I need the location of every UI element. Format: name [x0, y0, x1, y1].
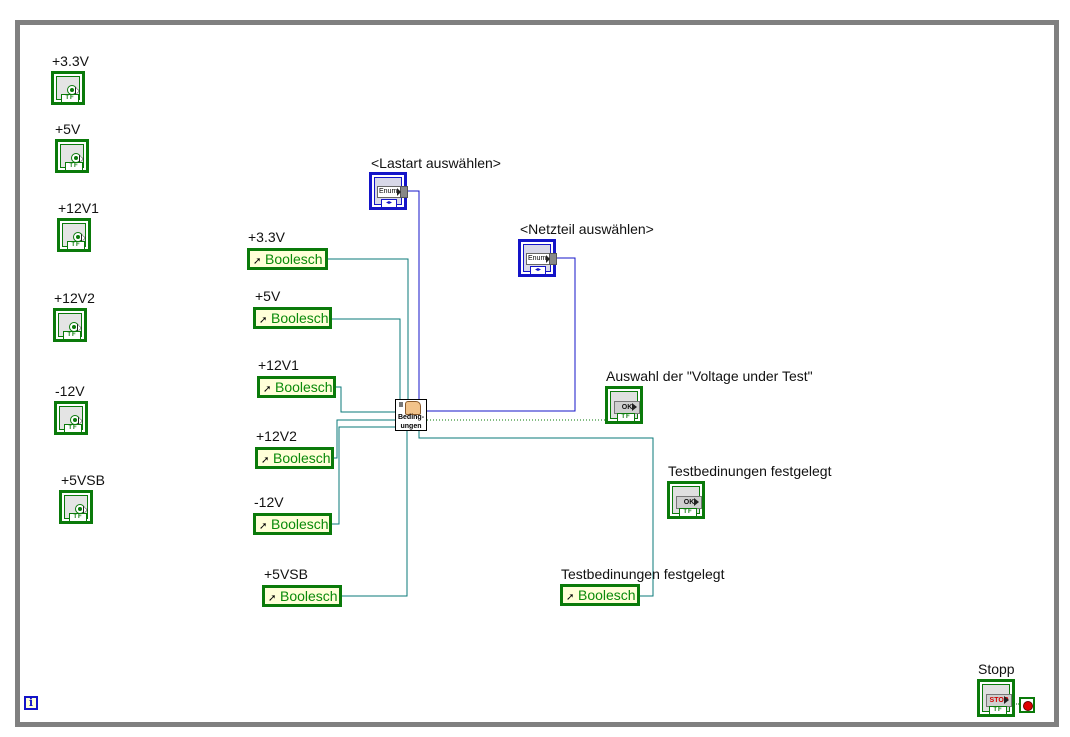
- indicator-arrow-icon: ➚: [263, 384, 272, 395]
- output-arrow-icon: [694, 498, 699, 506]
- indicator-value: Boolesch: [273, 450, 331, 466]
- tf-badge: TF: [679, 508, 697, 517]
- boolean-indicator-5vsb[interactable]: ➚Boolesch: [262, 585, 342, 607]
- output-arrow-icon: [79, 155, 84, 163]
- indicator-label-5vsb: +5VSB: [264, 566, 308, 582]
- boolean-indicator-testbed[interactable]: ➚Boolesch: [560, 584, 640, 606]
- info-icon[interactable]: i: [24, 696, 38, 710]
- tf-badge: TF: [989, 706, 1007, 715]
- boolean-indicator-12v2[interactable]: ➚Boolesch: [255, 447, 334, 469]
- subvi-text-2: ungen: [400, 423, 422, 430]
- output-arrow-icon: [546, 255, 550, 263]
- boolean-control-m12v[interactable]: TF: [54, 401, 88, 435]
- control-label-12v1: +12V1: [58, 200, 99, 216]
- tf-badge: TF: [617, 413, 635, 422]
- indicator-label-m12v: -12V: [254, 494, 284, 510]
- boolean-indicator-5v[interactable]: ➚Boolesch: [253, 307, 332, 329]
- output-arrow-icon: [632, 403, 637, 411]
- boolean-control-12v2[interactable]: TF: [53, 308, 87, 342]
- output-arrow-icon: [397, 188, 401, 196]
- indicator-arrow-icon: ➚: [566, 592, 575, 603]
- tf-badge: TF: [69, 513, 87, 522]
- boolean-control-3v3[interactable]: TF: [51, 71, 85, 105]
- control-label-m12v: -12V: [55, 383, 85, 399]
- stop-button[interactable]: STOP TF: [977, 679, 1015, 717]
- output-arrow-icon: [83, 506, 88, 514]
- indicator-arrow-icon: ➚: [259, 521, 268, 532]
- corner-icon: [399, 402, 403, 407]
- enum-label-lastart: <Lastart auswählen>: [371, 155, 501, 171]
- arrows-icon: ◂▸: [530, 266, 546, 275]
- boolean-control-5vsb[interactable]: TF: [59, 490, 93, 524]
- tf-badge: TF: [63, 331, 81, 340]
- enum-control-lastart[interactable]: Enum ◂▸: [369, 172, 408, 210]
- while-loop-frame: [15, 20, 1059, 727]
- dropdown-icon: [400, 186, 408, 198]
- output-arrow-icon: [77, 324, 82, 332]
- control-label-5v: +5V: [55, 121, 81, 137]
- output-arrow-icon: [78, 417, 83, 425]
- indicator-label-12v1: +12V1: [258, 357, 299, 373]
- subvi-text-1: Beding-: [397, 414, 425, 421]
- control-label-12v2: +12V2: [54, 290, 95, 306]
- indicator-value: Boolesch: [271, 516, 329, 532]
- tf-badge: TF: [65, 162, 83, 171]
- ok-button-auswahl[interactable]: OK TF: [605, 386, 643, 424]
- indicator-label-5v: +5V: [255, 288, 281, 304]
- loop-condition-stop-icon[interactable]: [1019, 697, 1035, 713]
- indicator-label-12v2: +12V2: [256, 428, 297, 444]
- indicator-value: Boolesch: [578, 587, 636, 603]
- subvi-bedingungen[interactable]: Beding- ungen: [395, 399, 427, 431]
- output-arrow-icon: [81, 234, 86, 242]
- boolean-indicator-m12v[interactable]: ➚Boolesch: [253, 513, 332, 535]
- output-arrow-icon: [1004, 696, 1009, 704]
- stop-label: Stopp: [978, 661, 1015, 677]
- tf-badge: TF: [67, 241, 85, 250]
- indicator-value: Boolesch: [275, 379, 333, 395]
- boolean-indicator-12v1[interactable]: ➚Boolesch: [257, 376, 336, 398]
- indicator-arrow-icon: ➚: [261, 455, 270, 466]
- button-label-testbed: Testbedinungen festgelegt: [668, 463, 832, 479]
- boolean-control-5v[interactable]: TF: [55, 139, 89, 173]
- indicator-value: Boolesch: [265, 251, 323, 267]
- arrows-icon: ◂▸: [381, 199, 397, 208]
- tf-badge: TF: [64, 424, 82, 433]
- enum-label-netzteil: <Netzteil auswählen>: [520, 221, 654, 237]
- indicator-arrow-icon: ➚: [268, 593, 277, 604]
- control-label-5vsb: +5VSB: [61, 472, 105, 488]
- boolean-control-12v1[interactable]: TF: [57, 218, 91, 252]
- dropdown-icon: [549, 253, 557, 265]
- hand-icon: [405, 401, 421, 415]
- output-arrow-icon: [75, 87, 80, 95]
- control-label-3v3: +3.3V: [52, 53, 89, 69]
- indicator-value: Boolesch: [280, 588, 338, 604]
- indicator-label-testbed: Testbedinungen festgelegt: [561, 566, 725, 582]
- indicator-arrow-icon: ➚: [259, 315, 268, 326]
- indicator-value: Boolesch: [271, 310, 329, 326]
- boolean-indicator-3v3[interactable]: ➚Boolesch: [247, 248, 328, 270]
- enum-control-netzteil[interactable]: Enum ◂▸: [518, 239, 557, 277]
- indicator-arrow-icon: ➚: [253, 256, 262, 267]
- indicator-label-3v3: +3.3V: [248, 229, 285, 245]
- button-label-auswahl: Auswahl der "Voltage under Test": [606, 368, 813, 384]
- ok-button-testbed[interactable]: OK TF: [667, 481, 705, 519]
- tf-badge: TF: [61, 94, 79, 103]
